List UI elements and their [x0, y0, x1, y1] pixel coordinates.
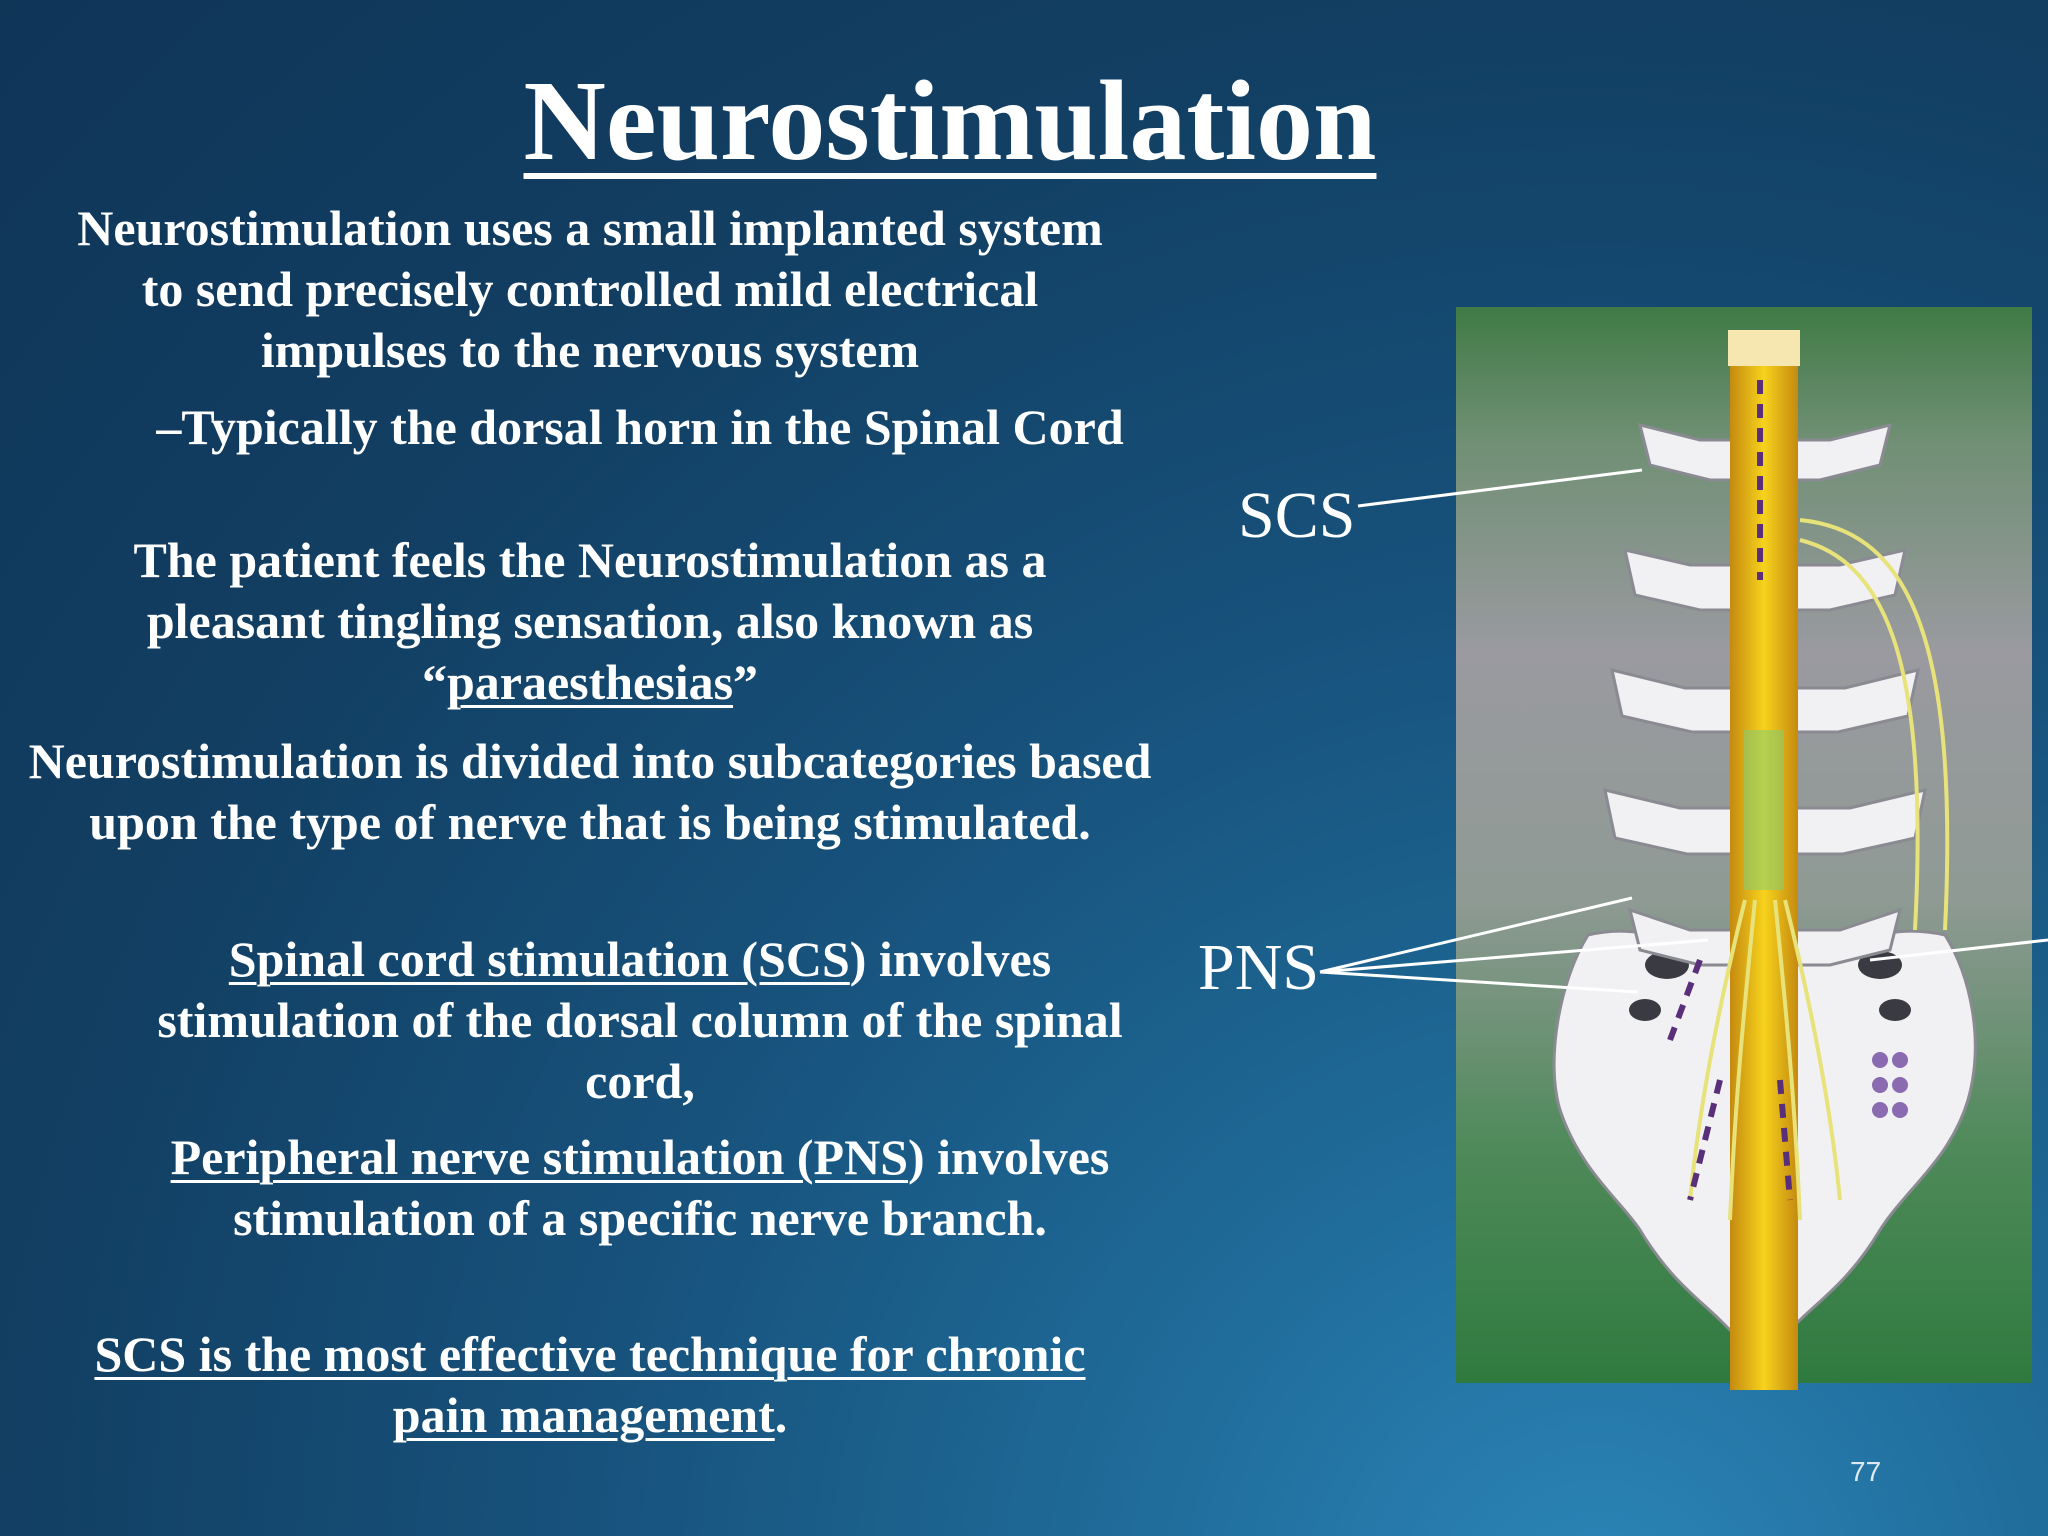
- sub-bullet-pns: Peripheral nerve stimulation (PNS) invol…: [140, 1127, 1140, 1249]
- scs-link[interactable]: Spinal cord stimulation (SCS: [228, 931, 850, 987]
- sub-bullet-dorsal-horn: –Typically the dorsal horn in the Spinal…: [156, 399, 1124, 455]
- cord-highlight: [1744, 730, 1784, 890]
- text-segment: ”: [733, 654, 759, 710]
- paraesthesias-link[interactable]: paraesthesias: [446, 654, 734, 710]
- text-segment: .: [774, 1387, 788, 1443]
- pns-pointer: [1319, 896, 1633, 974]
- pns-label: PNS: [1198, 931, 1320, 1004]
- implant-nodes: [1872, 1052, 1908, 1118]
- scs-pointer: [1357, 468, 1643, 508]
- pns-pointer: [1319, 970, 1639, 994]
- nerve-roots: [1688, 518, 1950, 1221]
- cord-top: [1728, 330, 1800, 366]
- bullet-tingling-sensation: The patient feels the Neurostimulation a…: [50, 530, 1130, 713]
- scs-effective-link[interactable]: SCS is the most effective technique for …: [94, 1326, 1086, 1443]
- bullet-scs-effective: SCS is the most effective technique for …: [60, 1324, 1120, 1446]
- pointer-lines: [1319, 468, 2048, 994]
- pns-link[interactable]: Peripheral nerve stimulation (PNS: [170, 1129, 908, 1185]
- text-segment: ) involves stimulation of the dorsal col…: [157, 931, 1123, 1109]
- pns-pointer: [1869, 938, 2048, 962]
- pns-pointer: [1319, 938, 1709, 974]
- text-segment: The patient feels the Neurostimulation a…: [133, 532, 1047, 710]
- scs-label: SCS: [1238, 479, 1356, 552]
- stimulation-leads: [1667, 380, 1793, 1201]
- text-segment: ) involves stimulation of a specific ner…: [233, 1129, 1110, 1246]
- slide-title: Neurostimulation: [523, 57, 1377, 184]
- sub-bullet-scs: Spinal cord stimulation (SCS) involves s…: [140, 929, 1140, 1112]
- page-number: 77: [1850, 1456, 1882, 1487]
- bullet-subcategories: Neurostimulation is divided into subcate…: [28, 733, 1152, 850]
- bullet-neurostimulation-definition: Neurostimulation uses a small implanted …: [77, 200, 1103, 378]
